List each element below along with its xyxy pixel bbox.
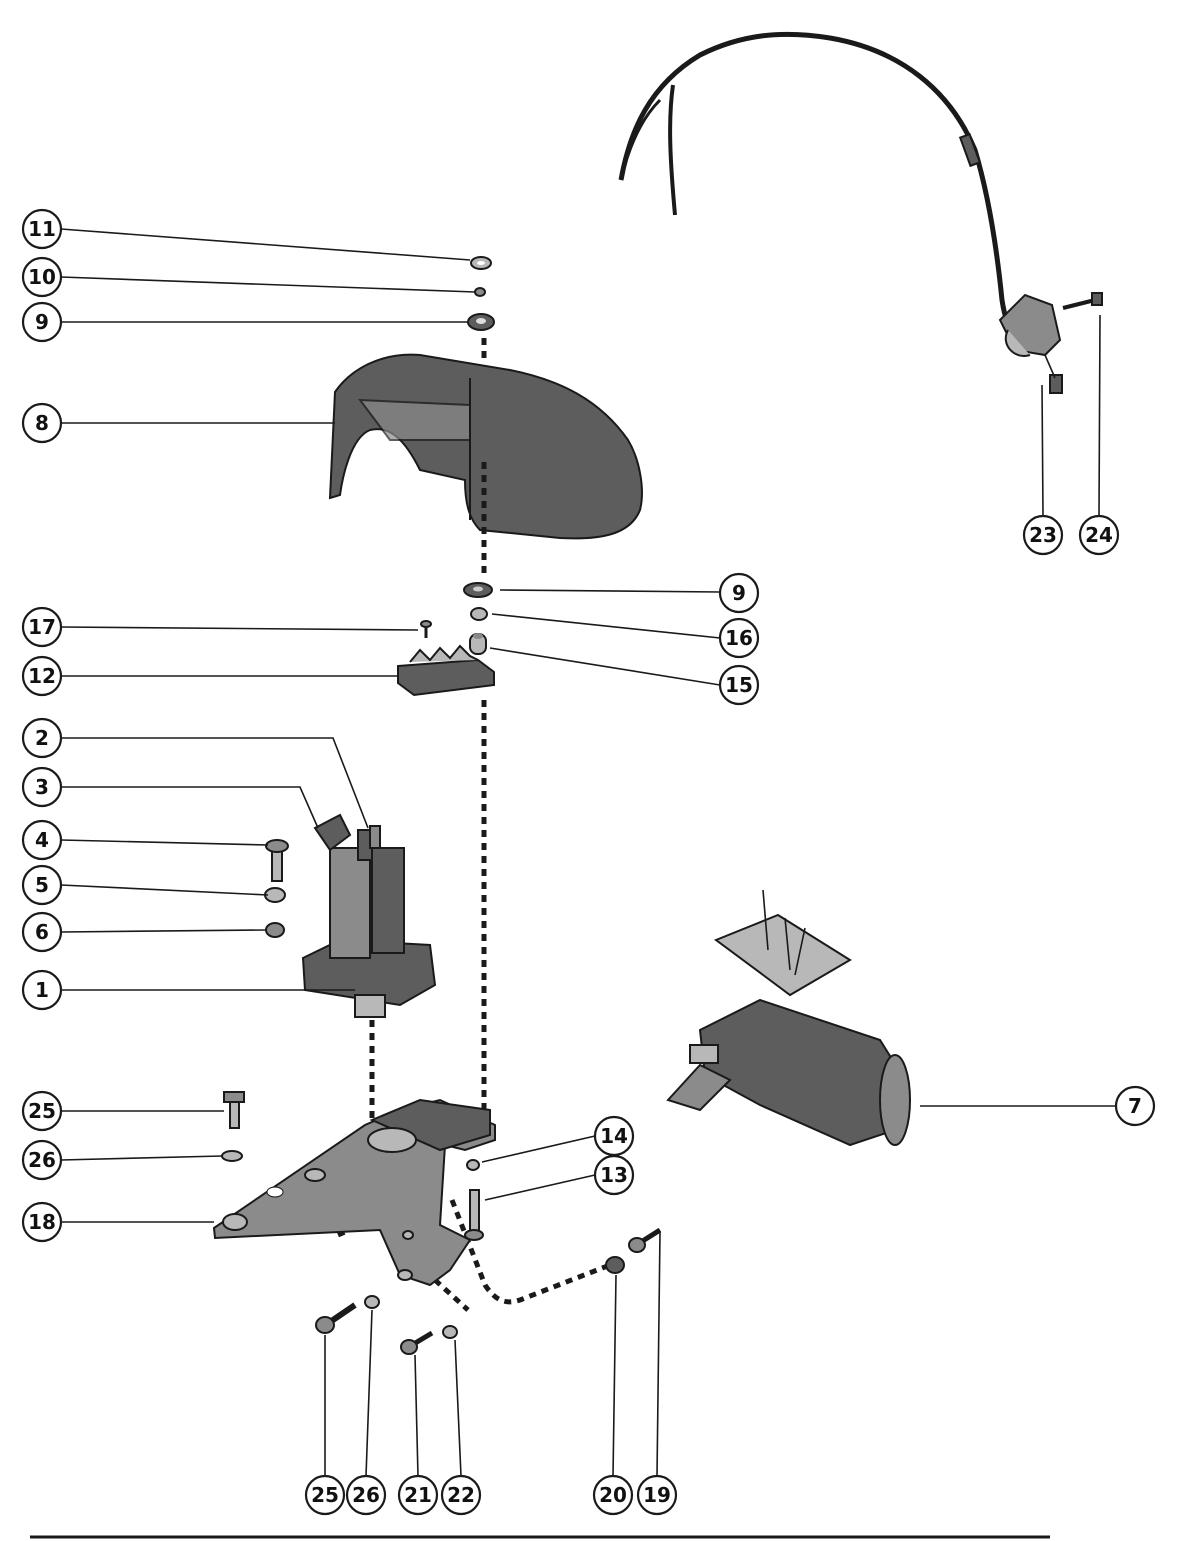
callout-26-bottom: 26 — [345, 1474, 387, 1516]
bolt-25-upper — [223, 1091, 245, 1129]
nut-20 — [605, 1256, 625, 1274]
svg-text:13: 13 — [600, 1163, 628, 1187]
washer-26-upper — [221, 1150, 243, 1162]
callout-leaders — [60, 228, 1116, 1477]
svg-text:15: 15 — [725, 673, 753, 697]
svg-text:23: 23 — [1029, 523, 1057, 547]
svg-text:9: 9 — [732, 581, 746, 605]
svg-text:10: 10 — [28, 265, 56, 289]
svg-text:16: 16 — [725, 626, 753, 650]
cover-8 — [328, 353, 643, 540]
callout-4: 4 — [21, 819, 63, 861]
callout-20: 20 — [592, 1474, 634, 1516]
svg-text:25: 25 — [28, 1099, 56, 1123]
callout-5: 5 — [21, 864, 63, 906]
svg-text:19: 19 — [643, 1483, 671, 1507]
callout-16: 16 — [718, 617, 760, 659]
callout-11: 11 — [21, 208, 63, 250]
svg-text:1: 1 — [35, 978, 49, 1002]
wiring-harness — [618, 31, 1063, 394]
washer-26-lower — [364, 1295, 380, 1309]
callout-1: 1 — [21, 969, 63, 1011]
washer-11 — [470, 256, 492, 270]
callout-2: 2 — [21, 717, 63, 759]
svg-text:14: 14 — [600, 1124, 628, 1148]
callout-6: 6 — [21, 911, 63, 953]
nut-16 — [470, 607, 488, 621]
svg-text:7: 7 — [1128, 1094, 1142, 1118]
bolt-25-lower — [315, 1302, 357, 1334]
callout-17: 17 — [21, 606, 63, 648]
screw-17 — [420, 620, 432, 638]
callout-18: 18 — [21, 1201, 63, 1243]
callout-15: 15 — [718, 664, 760, 706]
svg-text:20: 20 — [599, 1483, 627, 1507]
terminal-block-12 — [397, 644, 495, 697]
svg-text:22: 22 — [447, 1483, 475, 1507]
callout-12: 12 — [21, 655, 63, 697]
callouts: 11 10 9 8 9 16 15 17 12 2 3 4 5 6 1 7 25… — [21, 208, 1156, 1516]
washer-14 — [466, 1159, 480, 1171]
svg-text:25: 25 — [311, 1483, 339, 1507]
svg-text:17: 17 — [28, 615, 56, 639]
callout-26-left: 26 — [21, 1139, 63, 1181]
bracket-18 — [212, 1098, 496, 1287]
bolt-21 — [400, 1330, 434, 1355]
svg-text:8: 8 — [35, 411, 49, 435]
spacer-15 — [469, 633, 487, 655]
callout-24: 24 — [1078, 514, 1120, 556]
svg-text:26: 26 — [352, 1483, 380, 1507]
svg-text:6: 6 — [35, 920, 49, 944]
svg-text:12: 12 — [28, 664, 56, 688]
callout-25-left: 25 — [21, 1090, 63, 1132]
svg-text:4: 4 — [35, 828, 49, 852]
callout-14: 14 — [593, 1115, 635, 1157]
washer-6 — [265, 922, 285, 938]
nut-22 — [442, 1325, 458, 1339]
grommet-9-lower — [463, 582, 493, 598]
svg-text:26: 26 — [28, 1148, 56, 1172]
callout-10: 10 — [21, 256, 63, 298]
callout-22: 22 — [440, 1474, 482, 1516]
callout-21: 21 — [397, 1474, 439, 1516]
motor-7 — [666, 889, 911, 1147]
svg-text:21: 21 — [404, 1483, 432, 1507]
callout-13: 13 — [593, 1154, 635, 1196]
svg-text:11: 11 — [28, 217, 56, 241]
solenoid-assembly — [301, 813, 437, 1018]
svg-text:5: 5 — [35, 873, 49, 897]
harness-screw-24 — [1062, 292, 1103, 310]
callout-9-lower: 9 — [718, 572, 760, 614]
bolt-13 — [464, 1189, 484, 1241]
screw-4 — [265, 839, 289, 882]
svg-text:9: 9 — [35, 310, 49, 334]
svg-text:18: 18 — [28, 1210, 56, 1234]
callout-9-top: 9 — [21, 301, 63, 343]
svg-text:3: 3 — [35, 775, 49, 799]
svg-text:24: 24 — [1085, 523, 1113, 547]
callout-23: 23 — [1022, 514, 1064, 556]
callout-7: 7 — [1114, 1085, 1156, 1127]
callout-3: 3 — [21, 766, 63, 808]
nut-10 — [474, 287, 486, 297]
bolt-19 — [628, 1227, 662, 1253]
callout-25-bottom: 25 — [304, 1474, 346, 1516]
callout-19: 19 — [636, 1474, 678, 1516]
callout-8: 8 — [21, 402, 63, 444]
grommet-9-top — [467, 313, 495, 331]
svg-text:2: 2 — [35, 726, 49, 750]
